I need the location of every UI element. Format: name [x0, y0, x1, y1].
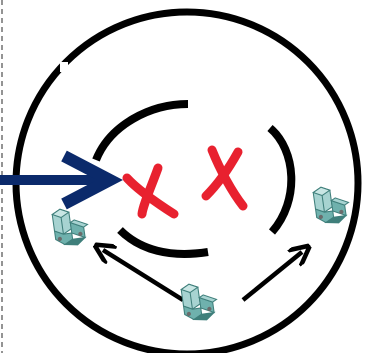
- cross-mark-right: [201, 145, 248, 211]
- arrow-bottom-to-left: [103, 250, 185, 302]
- part-bottom: [180, 280, 220, 324]
- cross-mark-left: [122, 163, 179, 219]
- extrusion-connector-icon: [180, 280, 220, 324]
- part-right: [312, 183, 352, 227]
- part-left: [51, 205, 91, 249]
- arrow-bottom-to-right: [241, 252, 302, 302]
- left-bracket-lower: [117, 227, 209, 258]
- extrusion-connector-icon: [51, 205, 91, 249]
- right-bracket: [267, 124, 296, 235]
- extrusion-connector-icon: [312, 183, 352, 227]
- ring-notch: [60, 62, 68, 72]
- pointer-arrow: [0, 150, 123, 210]
- left-bracket: [92, 100, 189, 162]
